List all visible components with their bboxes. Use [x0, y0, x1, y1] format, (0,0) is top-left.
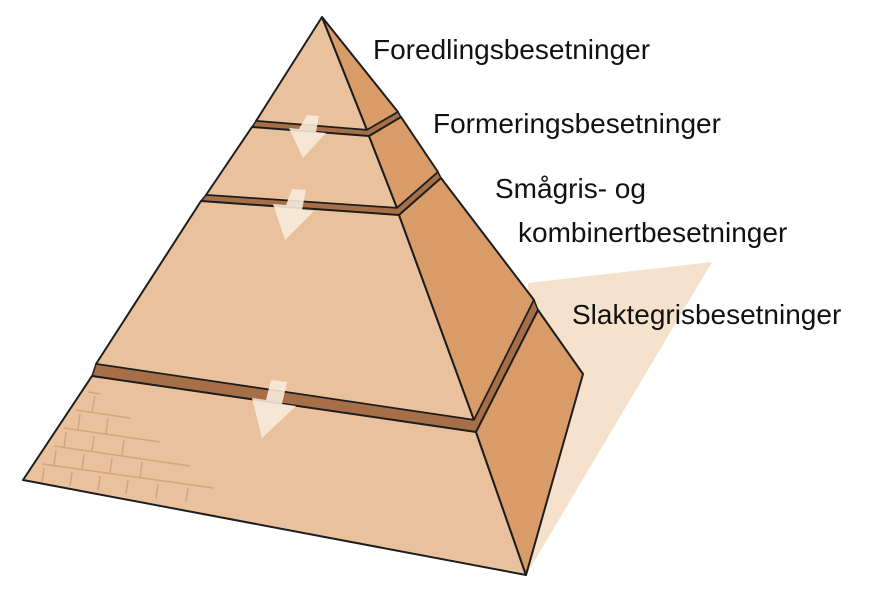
- down-arrow-icon: [273, 189, 314, 240]
- down-arrow-icon: [289, 115, 326, 158]
- tier-4-label: Slaktegrisbesetninger: [572, 299, 842, 330]
- brick-pattern: [41, 391, 215, 503]
- tier-3-block: [91, 177, 539, 433]
- tier-4-side: [475, 309, 584, 576]
- tier-1-block: [251, 16, 402, 137]
- tier-3-label-line-2: kombinertbesetninger: [518, 217, 788, 248]
- tier-4-block: [22, 309, 584, 576]
- pyramid-shadow: [526, 262, 712, 575]
- tier-3-label-line-1: Smågris- og: [495, 173, 646, 204]
- tier-1-label: Foredlingsbesetninger: [373, 34, 651, 65]
- down-arrow-icon: [252, 380, 296, 438]
- tier-2-block: [200, 116, 442, 216]
- tier-2-label: Formeringsbesetninger: [433, 108, 721, 139]
